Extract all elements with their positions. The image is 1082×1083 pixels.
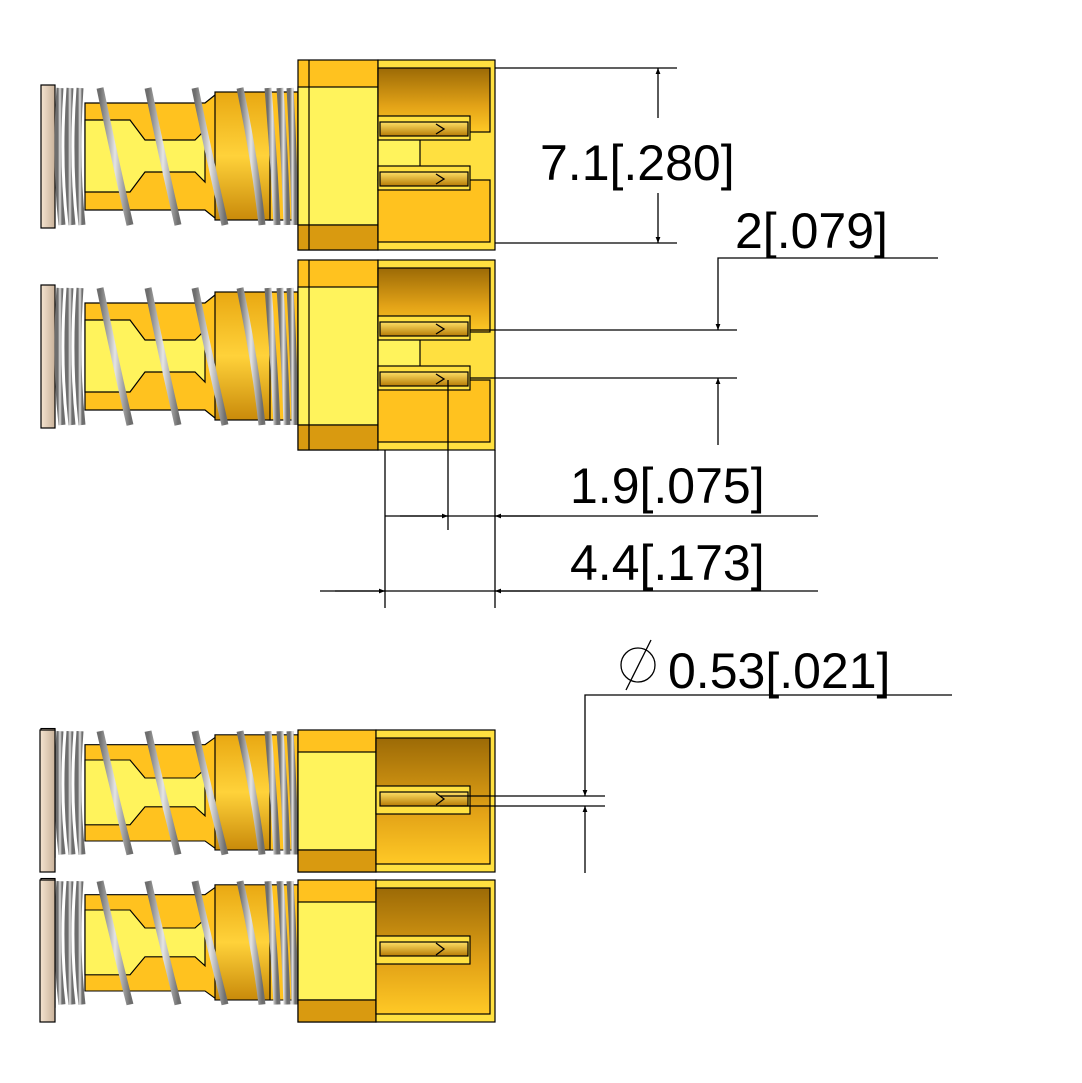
connector-top-view-2 (41, 260, 495, 450)
diameter-symbol-icon (620, 639, 656, 691)
dimension-housing-depth: 4.4[.173] (320, 535, 818, 594)
dimension-housing-depth-label: 4.4[.173] (570, 535, 765, 591)
dimension-pin-diameter: 0.53[.021] (440, 639, 952, 873)
connector-side-view-1 (40, 729, 495, 873)
dimension-pitch: 7.1[.280] (495, 67, 735, 244)
dimension-pin-depth-label: 1.9[.075] (570, 458, 765, 514)
connector-side-view-2 (40, 879, 495, 1023)
dimension-pin-gap: 2[.079] (470, 203, 938, 445)
dimension-pin-diameter-label: 0.53[.021] (668, 643, 890, 699)
dimension-pin-gap-label: 2[.079] (735, 203, 888, 259)
dimension-pitch-label: 7.1[.280] (540, 135, 735, 191)
connector-top-view-1 (41, 60, 495, 250)
dimension-pin-depth: 1.9[.075] (384, 380, 818, 608)
